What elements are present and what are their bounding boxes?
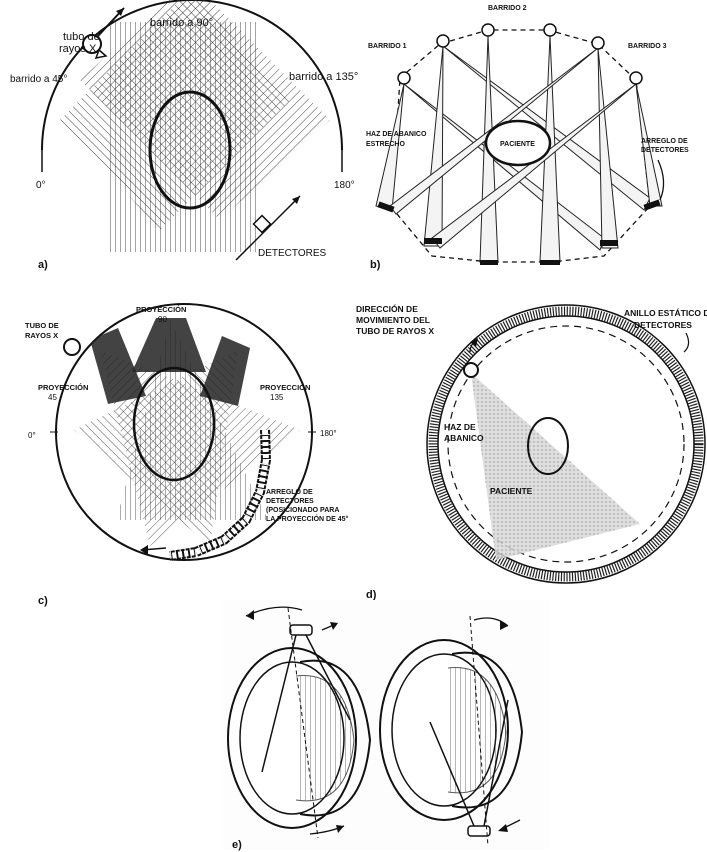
panel-b-tubes [398,24,642,84]
panel-c-array-label-3: (POSICIONADO PARA [266,507,339,514]
panel-a-detectors-label: DETECTORES [258,248,326,259]
panel-c-proj-90-num: 90 [158,315,167,324]
panel-b-array-label: ARREGLO DE [641,138,688,145]
panel-b-sweep-2: BARRIDO 2 [488,5,527,12]
panel-d-dir-label-1: DIRECCIÓN DE [356,303,418,314]
panel-c-tube-label-2: RAYOS X [25,331,58,340]
panel-a-deg-180: 180° [334,180,355,191]
panel-b: BARRIDO 1 BARRIDO 2 BARRIDO 3 HAZ DE ABA… [366,5,689,271]
panel-c-proj-90: PROYECCIÓN [136,305,186,314]
panel-a-deg-0: 0° [36,180,46,191]
panel-d-tube-icon [464,363,478,377]
panel-b-fan-label: HAZ DE ABANICO [366,131,427,138]
panel-c-deg-180: 180° [320,429,337,438]
panel-d-ring-arrow [684,333,689,352]
panel-a-sweep-90: barrido a 90° [150,17,213,29]
panel-a-sweep-45: barrido a 45° [10,74,67,85]
panel-c-proj-135: PROYECCIÓN [260,383,310,392]
panel-c-proj-45-num: 45 [48,393,57,402]
panel-a: tubo de rayos X barrido a 45° barrido a … [10,0,358,271]
panel-c-label: c) [38,595,48,607]
panel-c-array-label-4: LA PROYECCIÓN DE 45° [266,514,348,523]
panel-b-detector-bars [377,199,660,265]
panel-d-fan-label-2: ABANICO [444,433,484,443]
panel-a-beams [60,0,330,252]
panel-b-sweep-3: BARRIDO 3 [628,43,667,50]
panel-c-tube-label: TUBO DE [25,321,59,330]
panel-d-dir-label-2: MOVIMIENTO DEL [356,315,430,325]
panel-d-dir-label-3: TUBO DE RAYOS X [356,326,434,336]
panel-c-array-label-2: DETECTORES [266,498,314,505]
panel-d-ring-label-2: DETECTORES [634,320,692,330]
panel-d-fan-label-1: HAZ DE [444,422,476,432]
panel-d-patient-label: PACIENTE [490,486,533,496]
panel-a-tube-label: tubo de [63,31,100,43]
panel-a-label: a) [38,259,48,271]
panel-b-fan-label-2: ESTRECHO [366,141,405,148]
panel-c-proj-45: PROYECCIÓN [38,383,88,392]
panel-b-patient-label: PACIENTE [500,141,535,148]
panel-d: DIRECCIÓN DE MOVIMIENTO DEL TUBO DE RAYO… [356,303,707,601]
panel-b-label: b) [370,259,381,271]
panel-c-tube-icon [64,339,80,355]
panel-a-sweep-135: barrido a 135° [289,71,358,83]
panel-d-ring-label-1: ANILLO ESTÁTICO D [624,308,707,318]
panel-e-label: e) [232,839,242,851]
panel-c: TUBO DE RAYOS X PROYECCIÓN 90 PROYECCIÓN… [25,304,348,607]
panel-b-array-label-2: DETECTORES [641,147,689,154]
panel-e: e) [223,600,549,851]
panel-a-tube-label-2: rayos X [59,43,97,55]
panel-c-array-label-1: ARREGLO DE [266,489,313,496]
panel-e-tube-top [290,625,312,635]
panel-c-deg-0: 0° [28,431,36,440]
panel-c-proj-135-num: 135 [270,393,284,402]
panel-b-sweep-1: BARRIDO 1 [368,43,407,50]
panel-d-label: d) [366,589,377,601]
